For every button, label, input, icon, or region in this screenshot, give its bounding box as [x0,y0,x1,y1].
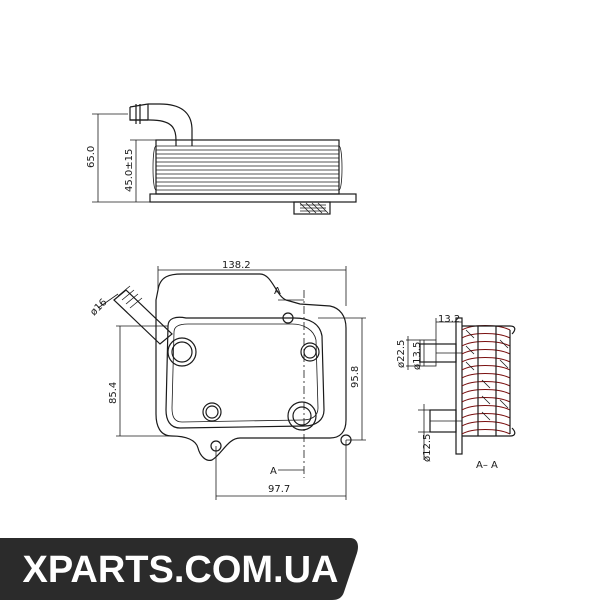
dim-bottom-width: 97.7 [268,484,290,495]
dim-side-core-height: 45.0±15 [124,149,135,192]
section-view: 13.2 ø22.5 ø13.5 ø12.5 A– A [396,314,516,471]
dim-right-height: 95.8 [350,366,361,388]
watermark-text: XPARTS.COM.UA [22,549,339,591]
dim-section-d22: ø22.5 [396,340,407,368]
dim-side-height: 65.0 [86,146,97,168]
dim-left-height: 85.4 [108,382,119,404]
dim-top-width: 138.2 [222,260,251,271]
dim-section-top: 13.2 [438,314,460,325]
side-view: 65.0 45.0±15 [86,103,357,215]
section-label: A– A [476,460,498,471]
dim-section-d12: ø12.5 [422,434,433,462]
dim-section-d13: ø13.5 [412,342,423,370]
watermark-banner [0,538,358,600]
section-mark-bottom: A [270,466,277,477]
section-mark-top: A [274,286,281,297]
front-view: A A 138.2 ø16 85.4 95.8 97.7 [88,260,366,500]
